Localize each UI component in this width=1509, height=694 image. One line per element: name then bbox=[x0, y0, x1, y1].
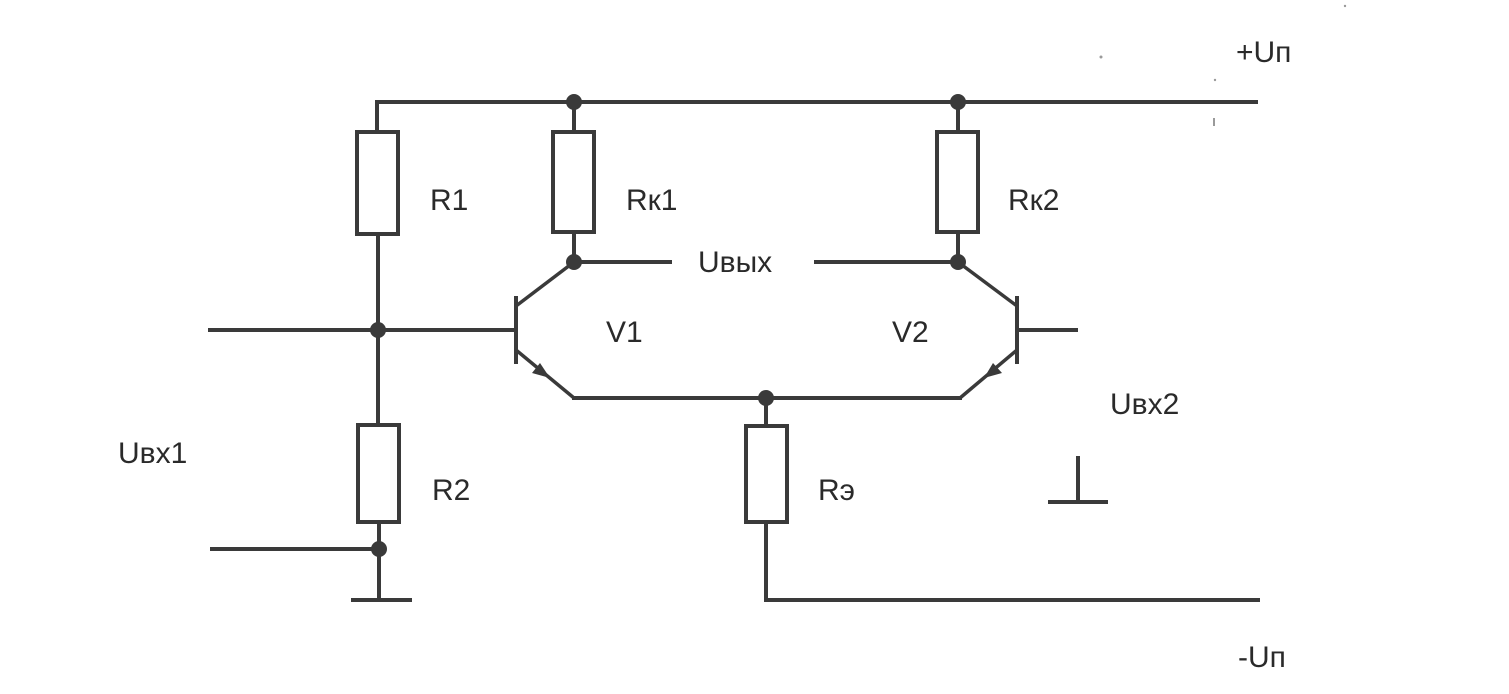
label-supply-pos: +Uп bbox=[1236, 36, 1291, 69]
node-r2-bottom bbox=[371, 541, 387, 557]
label-rk2: Rк2 bbox=[1008, 184, 1059, 217]
node-v2-collector bbox=[950, 254, 966, 270]
labels: +Uп R1 Rк1 Rк2 Uвых V1 V2 Uвх2 Uвх1 R2 R… bbox=[118, 36, 1291, 674]
node-divider-mid bbox=[370, 322, 386, 338]
v1-emitter-arrow bbox=[532, 363, 550, 378]
divider-branch bbox=[208, 130, 514, 602]
resistor-r2 bbox=[356, 423, 401, 524]
collector-branch-1 bbox=[551, 100, 672, 264]
node-emitter bbox=[758, 390, 774, 406]
node-rk2-top bbox=[950, 94, 966, 110]
junction-nodes bbox=[370, 94, 966, 557]
transistor-v2 bbox=[956, 260, 1078, 400]
label-r2: R2 bbox=[432, 474, 470, 507]
label-re: Rэ bbox=[818, 474, 855, 507]
scan-specks bbox=[1099, 4, 1347, 126]
collector-branch-2 bbox=[814, 100, 980, 264]
label-supply-neg: -Uп bbox=[1238, 641, 1286, 674]
label-rk1: Rк1 bbox=[626, 184, 677, 217]
label-uin1: Uвх1 bbox=[118, 437, 187, 470]
v2-emitter-arrow bbox=[984, 363, 1002, 378]
positive-supply-rail bbox=[375, 100, 1258, 134]
label-uout: Uвых bbox=[698, 246, 772, 279]
label-v2: V2 bbox=[892, 316, 929, 349]
label-uin2: Uвх2 bbox=[1110, 388, 1179, 421]
resistor-rk2 bbox=[935, 130, 980, 234]
transistor-v1 bbox=[514, 260, 576, 400]
node-v1-collector bbox=[566, 254, 582, 270]
ground-symbol-input2 bbox=[1048, 456, 1108, 504]
emitter-branch bbox=[572, 396, 1260, 602]
resistor-re bbox=[744, 424, 789, 524]
node-rk1-top bbox=[566, 94, 582, 110]
resistor-rk1 bbox=[551, 130, 596, 234]
label-r1: R1 bbox=[430, 184, 468, 217]
resistor-r1 bbox=[355, 130, 400, 236]
label-v1: V1 bbox=[606, 316, 643, 349]
